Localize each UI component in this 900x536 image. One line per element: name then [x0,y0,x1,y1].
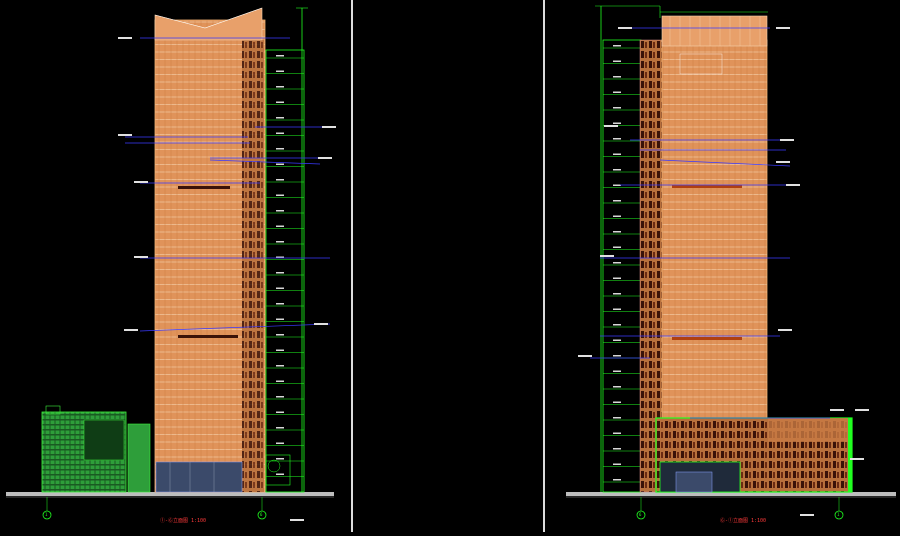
right-elevation-title: ⑥-①立面图 1:100 [720,518,767,524]
annotation-mark [850,458,864,460]
dimension-text-mark [276,272,284,274]
dimension-text-mark [613,153,621,155]
dimension-text-mark [276,318,284,320]
dimension-text-mark [613,184,621,186]
dimension-text-mark [613,386,621,388]
dimension-text-mark [613,200,621,202]
annotation-mark [776,161,790,163]
annotation-mark [618,27,632,29]
left-grid-label-2: 6 [260,512,263,517]
right-dimension-strip [602,39,642,493]
dimension-text-mark [276,210,284,212]
divider-left [351,0,353,532]
annotation-mark [600,255,614,257]
dimension-text-mark [276,427,284,429]
annotation-mark [776,27,790,29]
right-grid-label-1: 6 [639,512,642,517]
annotation-mark [800,514,814,516]
annotation-mark [786,184,800,186]
dimension-text-mark [613,308,621,310]
dimension-text-mark [613,324,621,326]
annotation-mark [778,329,792,331]
dimension-text-mark [613,370,621,372]
dimension-text-mark [613,169,621,171]
dimension-text-mark [276,380,284,382]
dimension-text-mark [613,76,621,78]
dimension-text-mark [276,365,284,367]
divider-right [543,0,545,532]
dimension-text-mark [276,396,284,398]
right-elevation [566,5,896,520]
annotation-mark [118,134,132,136]
dimension-text-mark [613,448,621,450]
right-tower-facade [661,39,768,493]
dimension-text-mark [276,132,284,134]
dimension-text-mark [613,215,621,217]
dimension-text-mark [276,458,284,460]
left-dimension-strip [265,49,305,493]
dimension-text-mark [276,117,284,119]
left-elevation-title: ①-⑥立面图 1:100 [160,518,207,524]
dimension-text-mark [276,225,284,227]
right-ground-line [566,492,896,496]
dimension-text-mark [613,122,621,124]
dimension-text-mark [613,277,621,279]
dimension-text-mark [613,45,621,47]
dimension-text-mark [613,60,621,62]
left-ground-line [6,492,334,496]
annotation-mark [134,256,148,258]
annotation-mark [780,139,794,141]
dimension-text-mark [613,417,621,419]
dimension-text-mark [276,473,284,475]
dimension-text-mark [276,86,284,88]
dimension-text-mark [613,401,621,403]
annotation-mark [124,329,138,331]
dimension-text-mark [276,442,284,444]
dimension-text-mark [613,107,621,109]
annotation-mark [322,126,336,128]
left-grid-label-1: 1 [45,512,48,517]
dimension-text-mark [613,91,621,93]
annotation-mark [830,409,844,411]
annotation-mark [314,323,328,325]
dimension-text-mark [276,163,284,165]
annotation-mark [604,125,618,127]
dimension-text-mark [276,411,284,413]
dimension-text-mark [276,179,284,181]
dimension-text-mark [276,349,284,351]
dimension-text-mark [613,355,621,357]
dimension-text-mark [613,463,621,465]
dimension-text-mark [613,138,621,140]
dimension-text-mark [613,246,621,248]
annotation-mark [290,519,304,521]
annotation-mark [578,355,592,357]
annotation-mark [134,181,148,183]
dimension-text-mark [276,303,284,305]
right-grid-label-2: 1 [837,512,840,517]
dimension-text-mark [276,55,284,57]
dimension-text-mark [276,70,284,72]
dimension-text-mark [276,148,284,150]
dimension-text-mark [276,287,284,289]
dimension-text-mark [613,262,621,264]
dimension-text-mark [276,194,284,196]
dimension-text-mark [613,339,621,341]
annotation-mark [855,409,869,411]
dimension-text-mark [276,334,284,336]
dimension-text-mark [276,101,284,103]
annotation-mark [318,157,332,159]
dimension-text-mark [613,479,621,481]
annotation-mark [118,37,132,39]
dimension-text-mark [613,432,621,434]
right-tower-crown [661,15,768,47]
dimension-text-mark [276,256,284,258]
dimension-text-mark [613,293,621,295]
dimension-text-mark [276,241,284,243]
left-elevation [6,7,334,520]
dimension-text-mark [613,231,621,233]
